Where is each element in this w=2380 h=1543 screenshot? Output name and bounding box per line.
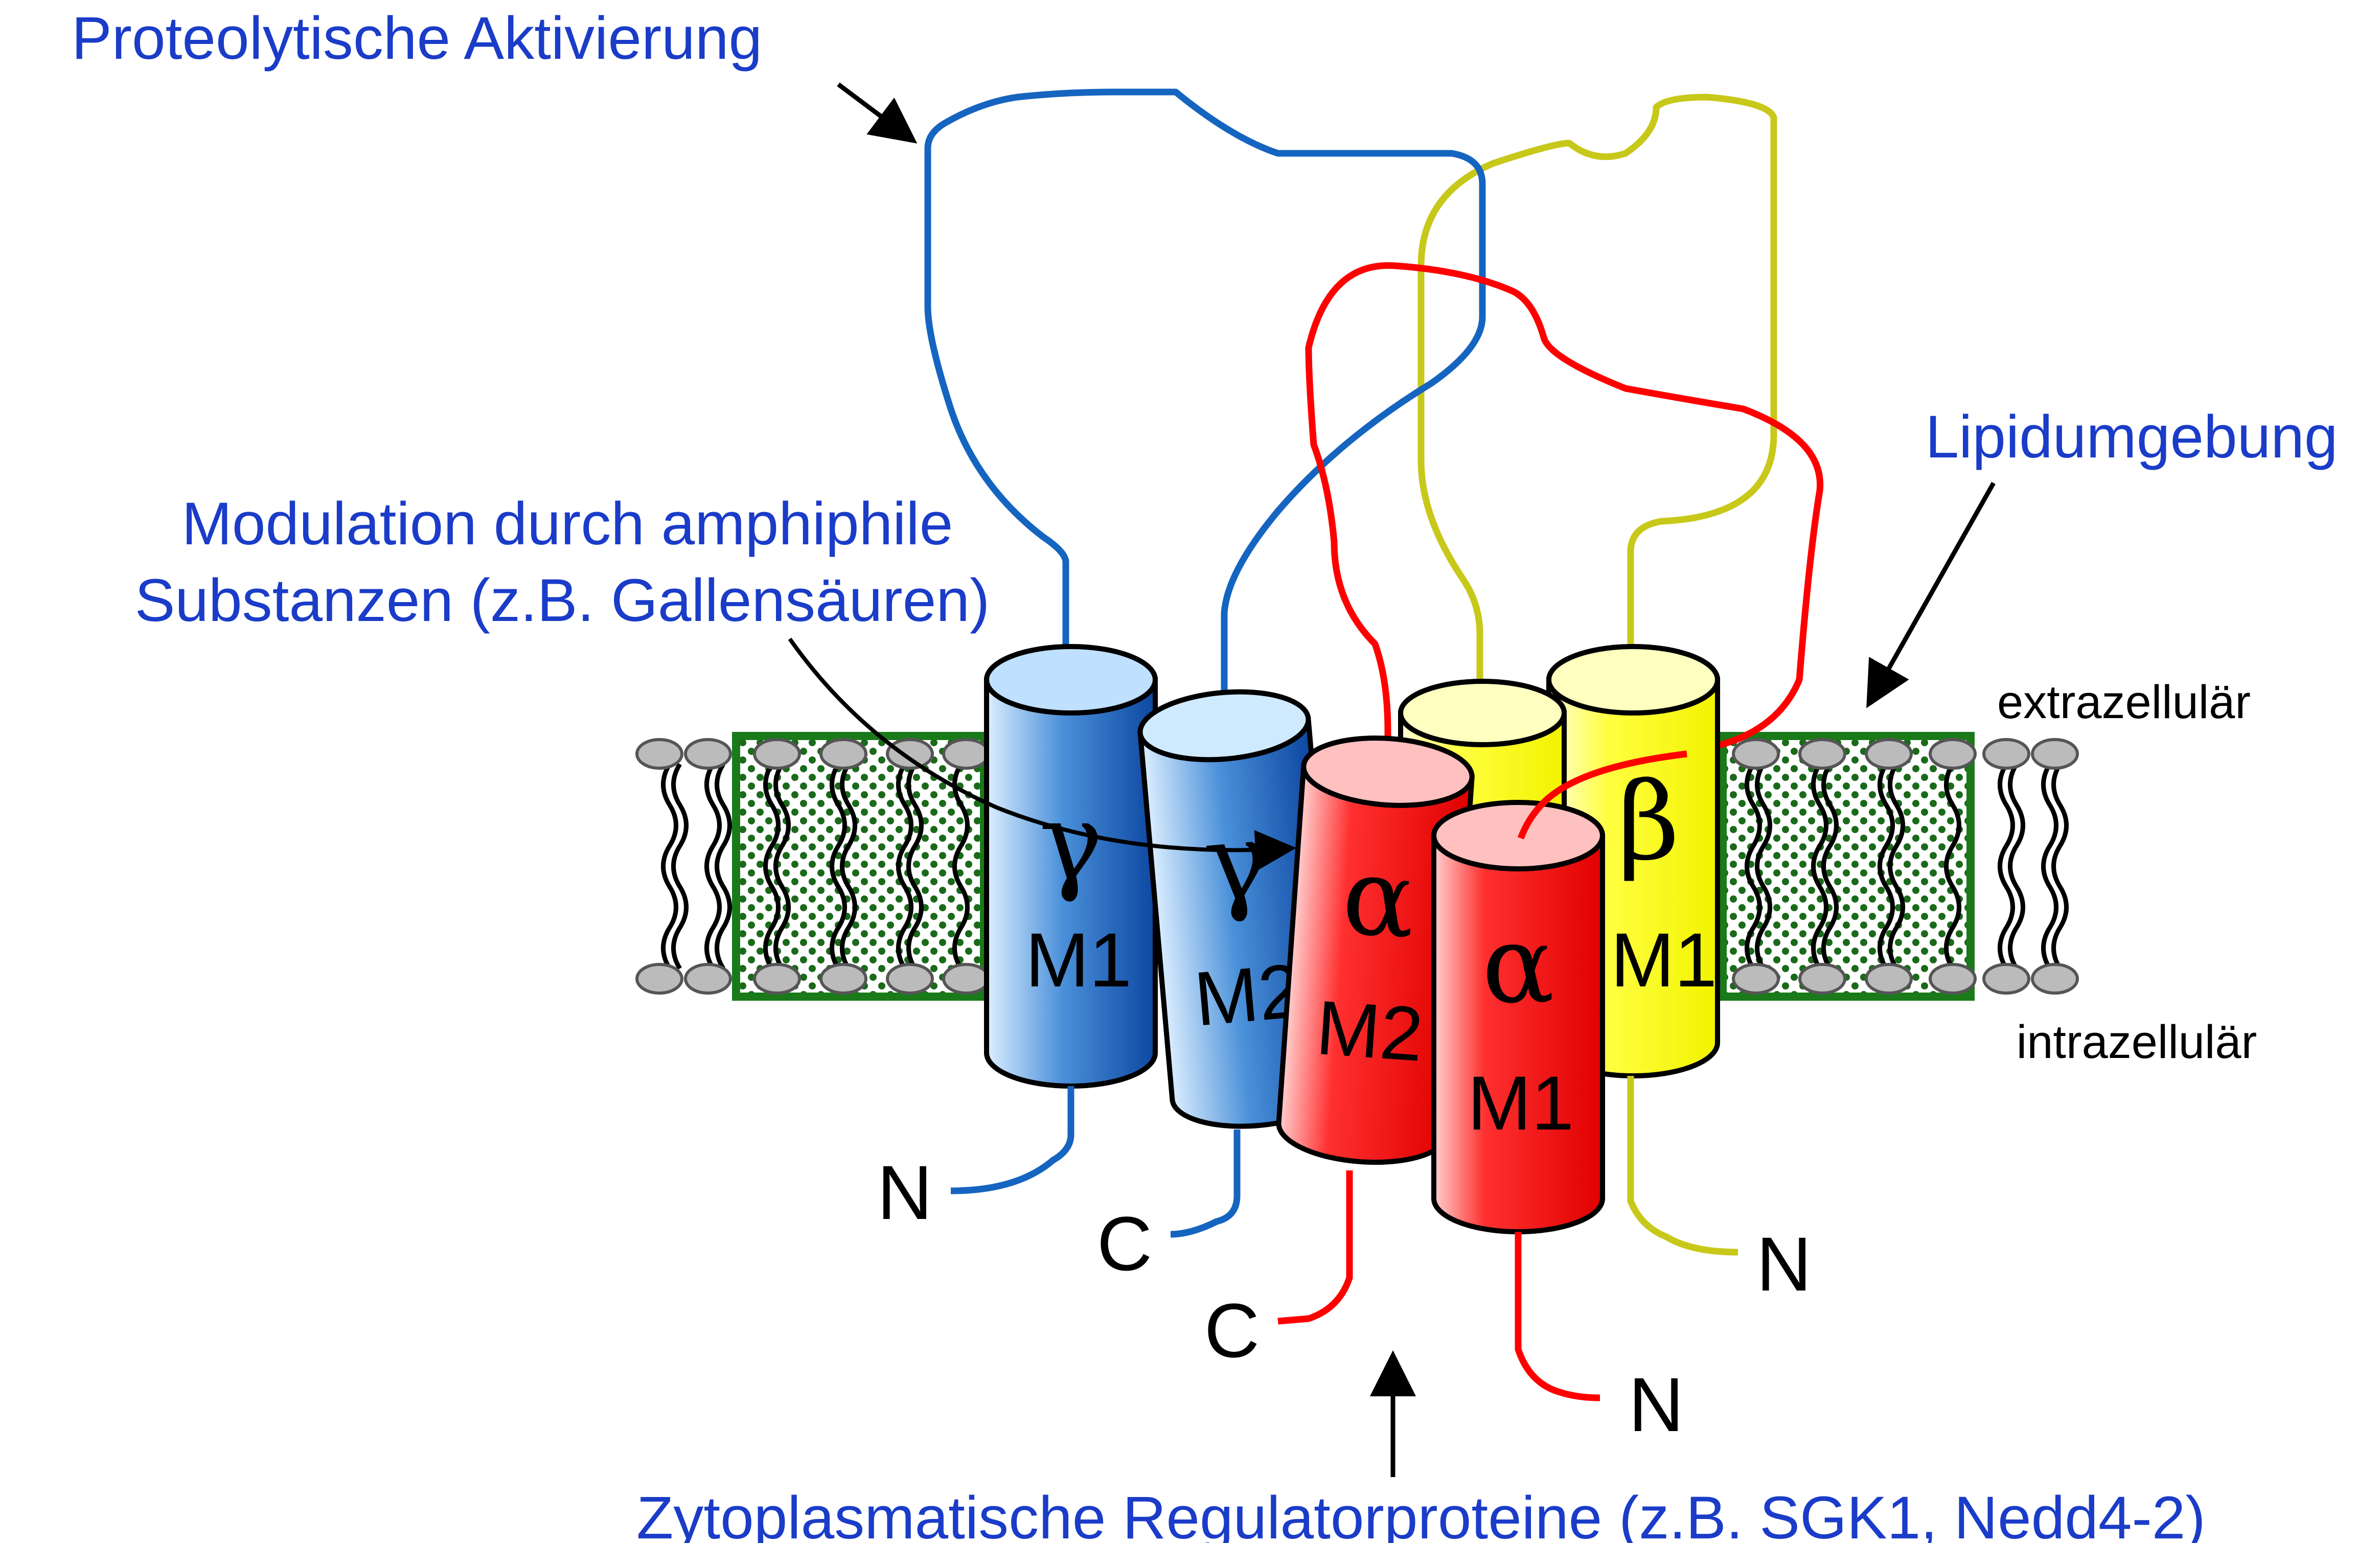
membrane-right bbox=[1719, 732, 2079, 1001]
proteolytic-arrow bbox=[837, 82, 918, 144]
helix-alpha-m2-greek: α bbox=[1338, 833, 1420, 963]
intracellular-label: intrazellulär bbox=[2017, 1016, 2257, 1068]
alpha-loop bbox=[1305, 262, 1824, 839]
extracellular-label: extrazellulär bbox=[1997, 676, 2251, 728]
helix-gamma-m1-greek: γ bbox=[1039, 779, 1103, 905]
modulation-arrow bbox=[788, 637, 1296, 871]
helix-gamma-m1: γ M1 bbox=[984, 644, 1158, 1089]
alpha-c-tail bbox=[1277, 1170, 1353, 1325]
helix-gamma-m2-greek: γ bbox=[1199, 797, 1273, 927]
beta-loop bbox=[1417, 94, 1777, 710]
cytoplasmic-label: Zytoplasmatische Regulatorproteine (z.B.… bbox=[636, 1484, 2205, 1543]
helix-alpha-m2-domain: M2 bbox=[1314, 984, 1426, 1077]
helix-alpha-m1-greek: α bbox=[1482, 902, 1554, 1027]
alpha-n-tail bbox=[1515, 1232, 1600, 1401]
gamma-c-terminus: C bbox=[1097, 1201, 1152, 1286]
helix-beta-m1-domain: M1 bbox=[1611, 917, 1717, 1003]
helix-alpha-m2: α M2 bbox=[1276, 735, 1475, 1165]
gamma-n-terminus: N bbox=[877, 1149, 932, 1235]
beta-n-terminus: N bbox=[1756, 1221, 1812, 1307]
helix-alpha-m1: α M1 bbox=[1431, 800, 1605, 1234]
lipid-label: Lipidumgebung bbox=[1926, 403, 2338, 471]
lipid-arrow bbox=[1866, 481, 1996, 708]
gamma-n-tail bbox=[950, 1086, 1074, 1194]
alpha-loop-front bbox=[1517, 750, 1687, 840]
helix-gamma-m1-domain: M1 bbox=[1025, 917, 1132, 1003]
proteolytic-label: Proteolytische Aktivierung bbox=[72, 5, 762, 72]
helix-alpha-m1-domain: M1 bbox=[1468, 1060, 1574, 1146]
modulation-label-line1: Modulation durch amphiphile bbox=[182, 490, 953, 558]
gamma-c-tail bbox=[1170, 1130, 1241, 1238]
beta-n-tail bbox=[1627, 1076, 1738, 1256]
alpha-c-terminus: C bbox=[1204, 1287, 1260, 1373]
helix-beta-m1-greek: β bbox=[1617, 759, 1679, 884]
alpha-n-terminus: N bbox=[1629, 1362, 1684, 1447]
helix-beta-m1: β M1 bbox=[1546, 644, 1720, 1078]
modulation-label-line2: Substanzen (z.B. Gallensäuren) bbox=[135, 567, 990, 634]
gamma-loop bbox=[924, 88, 1486, 726]
